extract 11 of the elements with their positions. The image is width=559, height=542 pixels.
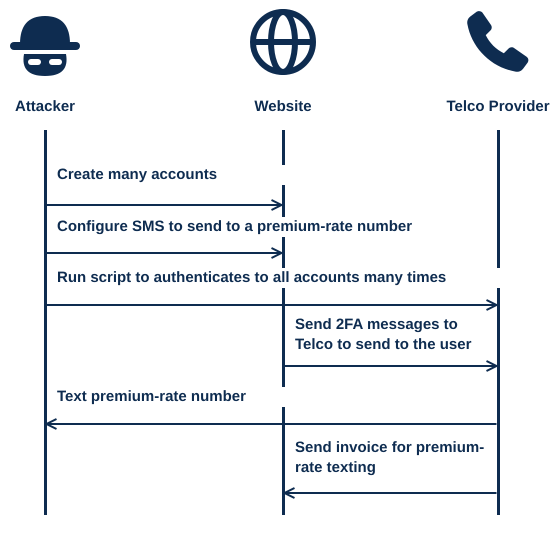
arrow — [46, 299, 498, 311]
arrow — [46, 199, 282, 211]
arrow — [46, 247, 282, 259]
arrow — [284, 487, 496, 499]
arrow — [284, 360, 498, 372]
participant-label: Attacker — [14, 97, 76, 117]
lifeline — [44, 130, 46, 515]
participant-label: Telco Provider — [446, 97, 550, 117]
lifeline — [496, 130, 500, 515]
arrow — [46, 418, 496, 430]
participant-label: Website — [254, 97, 312, 117]
